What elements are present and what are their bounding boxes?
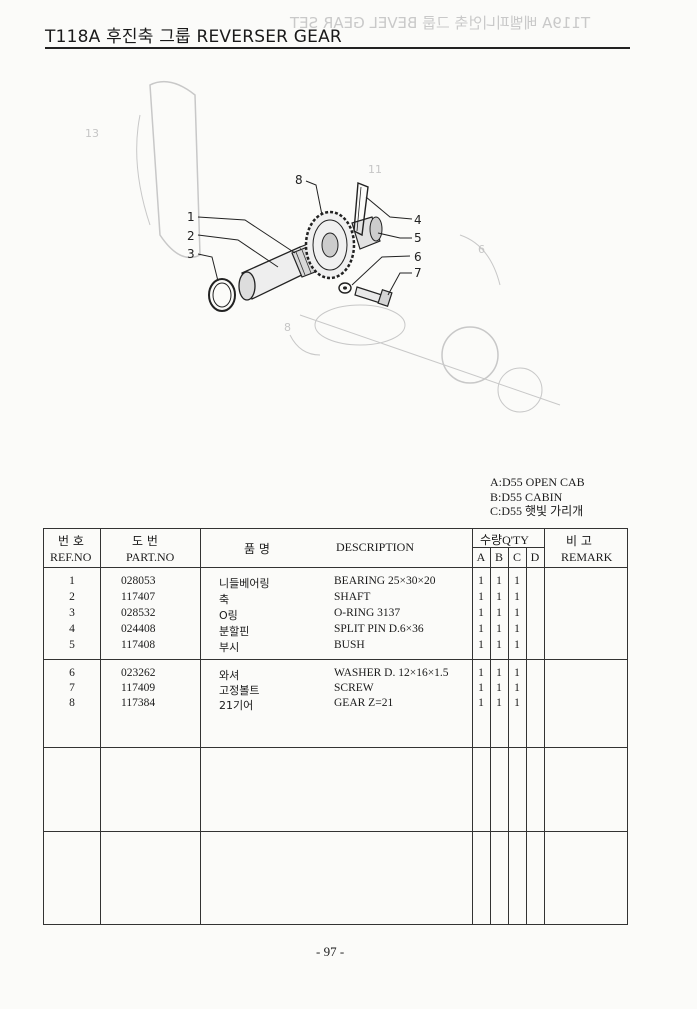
header-name-kor: 품 명 <box>244 542 270 556</box>
ghost-callout: 13 <box>85 127 99 140</box>
table-cell: 1 <box>478 697 484 709</box>
callout-5: 5 <box>414 231 422 245</box>
table-cell: 1 <box>514 591 520 603</box>
table-cell: 1 <box>69 575 75 587</box>
header-qty-d: D <box>530 550 540 564</box>
ghost-callout: 11 <box>368 163 382 176</box>
table-cell: 1 <box>496 591 502 603</box>
header-part-kor: 도 번 <box>132 534 158 548</box>
table-cell: SHAFT <box>334 591 371 603</box>
table-cell: 1 <box>496 667 502 679</box>
table-cell: WASHER D. 12×16×1.5 <box>334 667 449 679</box>
page-number: - 97 - <box>316 944 345 959</box>
header-remark-kor: 비 고 <box>566 534 592 548</box>
table-cell: 1 <box>478 667 484 679</box>
table-cell: 부시 <box>219 641 240 654</box>
table-cell: 1 <box>514 667 520 679</box>
table-cell: 1 <box>478 607 484 619</box>
table-cell: 8 <box>69 697 75 709</box>
ghost-callout: 8 <box>284 321 291 334</box>
header-qty: 수량Q'TY <box>480 533 529 547</box>
table-cell: 1 <box>478 575 484 587</box>
model-legend: A:D55 OPEN CAB B:D55 CABIN C:D55 햇빛 가리개 <box>490 475 585 519</box>
table-cell: 1 <box>514 639 520 651</box>
callout-8: 8 <box>295 173 303 187</box>
legend-b: B:D55 CABIN <box>490 489 563 504</box>
header-qty-a: A <box>476 550 486 564</box>
table-cell: SPLIT PIN D.6×36 <box>334 623 424 635</box>
table-cell: 028532 <box>121 607 156 619</box>
page-title: T118A 후진축 그룹 REVERSER GEAR <box>45 27 342 47</box>
table-cell: 117409 <box>121 682 156 694</box>
table-cell: 1 <box>496 607 502 619</box>
table-cell: 축 <box>219 593 230 606</box>
washer-part <box>338 282 352 294</box>
table-cell: SCREW <box>334 682 374 694</box>
table-cell: 1 <box>514 623 520 635</box>
table-cell: 4 <box>69 623 75 635</box>
table-cell: 1 <box>496 639 502 651</box>
legend-a: A:D55 OPEN CAB <box>490 475 585 489</box>
table-cell: 분할핀 <box>219 625 250 638</box>
bleed-through-drawing: 13 11 6 8 <box>85 80 561 413</box>
o-ring-part <box>208 278 236 312</box>
table-cell: 1 <box>478 682 484 694</box>
table-cell: 117384 <box>121 697 156 709</box>
bush-part <box>351 216 383 250</box>
table-cell: BUSH <box>334 639 365 651</box>
table-cell: 117408 <box>121 639 156 651</box>
table-cell: 21기어 <box>219 699 254 712</box>
header-part-eng: PART.NO <box>126 550 175 564</box>
table-cell: 니들베어링 <box>219 577 270 590</box>
table-cell: 023262 <box>121 667 156 679</box>
table-cell: 1 <box>514 607 520 619</box>
table-cell: 024408 <box>121 623 156 635</box>
table-cell: 6 <box>69 667 75 679</box>
header-ref-eng: REF.NO <box>50 550 92 564</box>
title-underline <box>45 47 630 49</box>
table-cell: 1 <box>496 623 502 635</box>
table-cell: 2 <box>69 591 75 603</box>
table-cell: 1 <box>496 575 502 587</box>
header-ref-kor: 번 호 <box>58 534 84 548</box>
table-cell: 와셔 <box>219 669 240 682</box>
table-cell: 1 <box>514 575 520 587</box>
callout-6: 6 <box>414 250 422 264</box>
header-remark-eng: REMARK <box>561 550 613 564</box>
callout-3: 3 <box>187 247 195 261</box>
table-cell: 1 <box>496 682 502 694</box>
screw-part <box>354 286 393 307</box>
callout-leaders <box>197 180 413 296</box>
legend-c: C:D55 햇빛 가리개 <box>490 504 584 518</box>
callout-7: 7 <box>414 266 422 280</box>
exploded-parts-diagram: 13 11 6 8 <box>85 80 561 413</box>
table-cell: 1 <box>496 697 502 709</box>
table-cell: 028053 <box>121 575 156 587</box>
split-pin-part <box>353 181 369 237</box>
callout-4: 4 <box>414 213 422 227</box>
parts-table: 번 호 REF.NO 도 번 PART.NO 품 명 DESCRIPTION 수… <box>43 528 628 925</box>
table-cell: O링 <box>219 609 238 622</box>
table-cell: BEARING 25×30×20 <box>334 575 436 587</box>
header-qty-c: C <box>512 550 521 564</box>
table-cell: 1 <box>478 591 484 603</box>
table-cell: GEAR Z=21 <box>334 697 394 709</box>
table-cell: 1 <box>514 682 520 694</box>
table-cell: 5 <box>69 639 75 651</box>
table-cell: 1 <box>478 639 484 651</box>
table-cell: 고정볼트 <box>219 684 260 697</box>
table-cell: O-RING 3137 <box>334 607 401 619</box>
table-cell: 117407 <box>121 591 156 603</box>
table-cell: 1 <box>478 623 484 635</box>
header-qty-b: B <box>494 550 503 564</box>
header-description: DESCRIPTION <box>336 540 415 554</box>
gear-z21-part <box>304 210 356 280</box>
table-cell: 7 <box>69 682 75 694</box>
table-cell: 1 <box>514 697 520 709</box>
table-cell: 3 <box>69 607 75 619</box>
callout-2: 2 <box>187 229 195 243</box>
ghost-callout: 6 <box>478 243 485 256</box>
callout-1: 1 <box>187 210 195 224</box>
